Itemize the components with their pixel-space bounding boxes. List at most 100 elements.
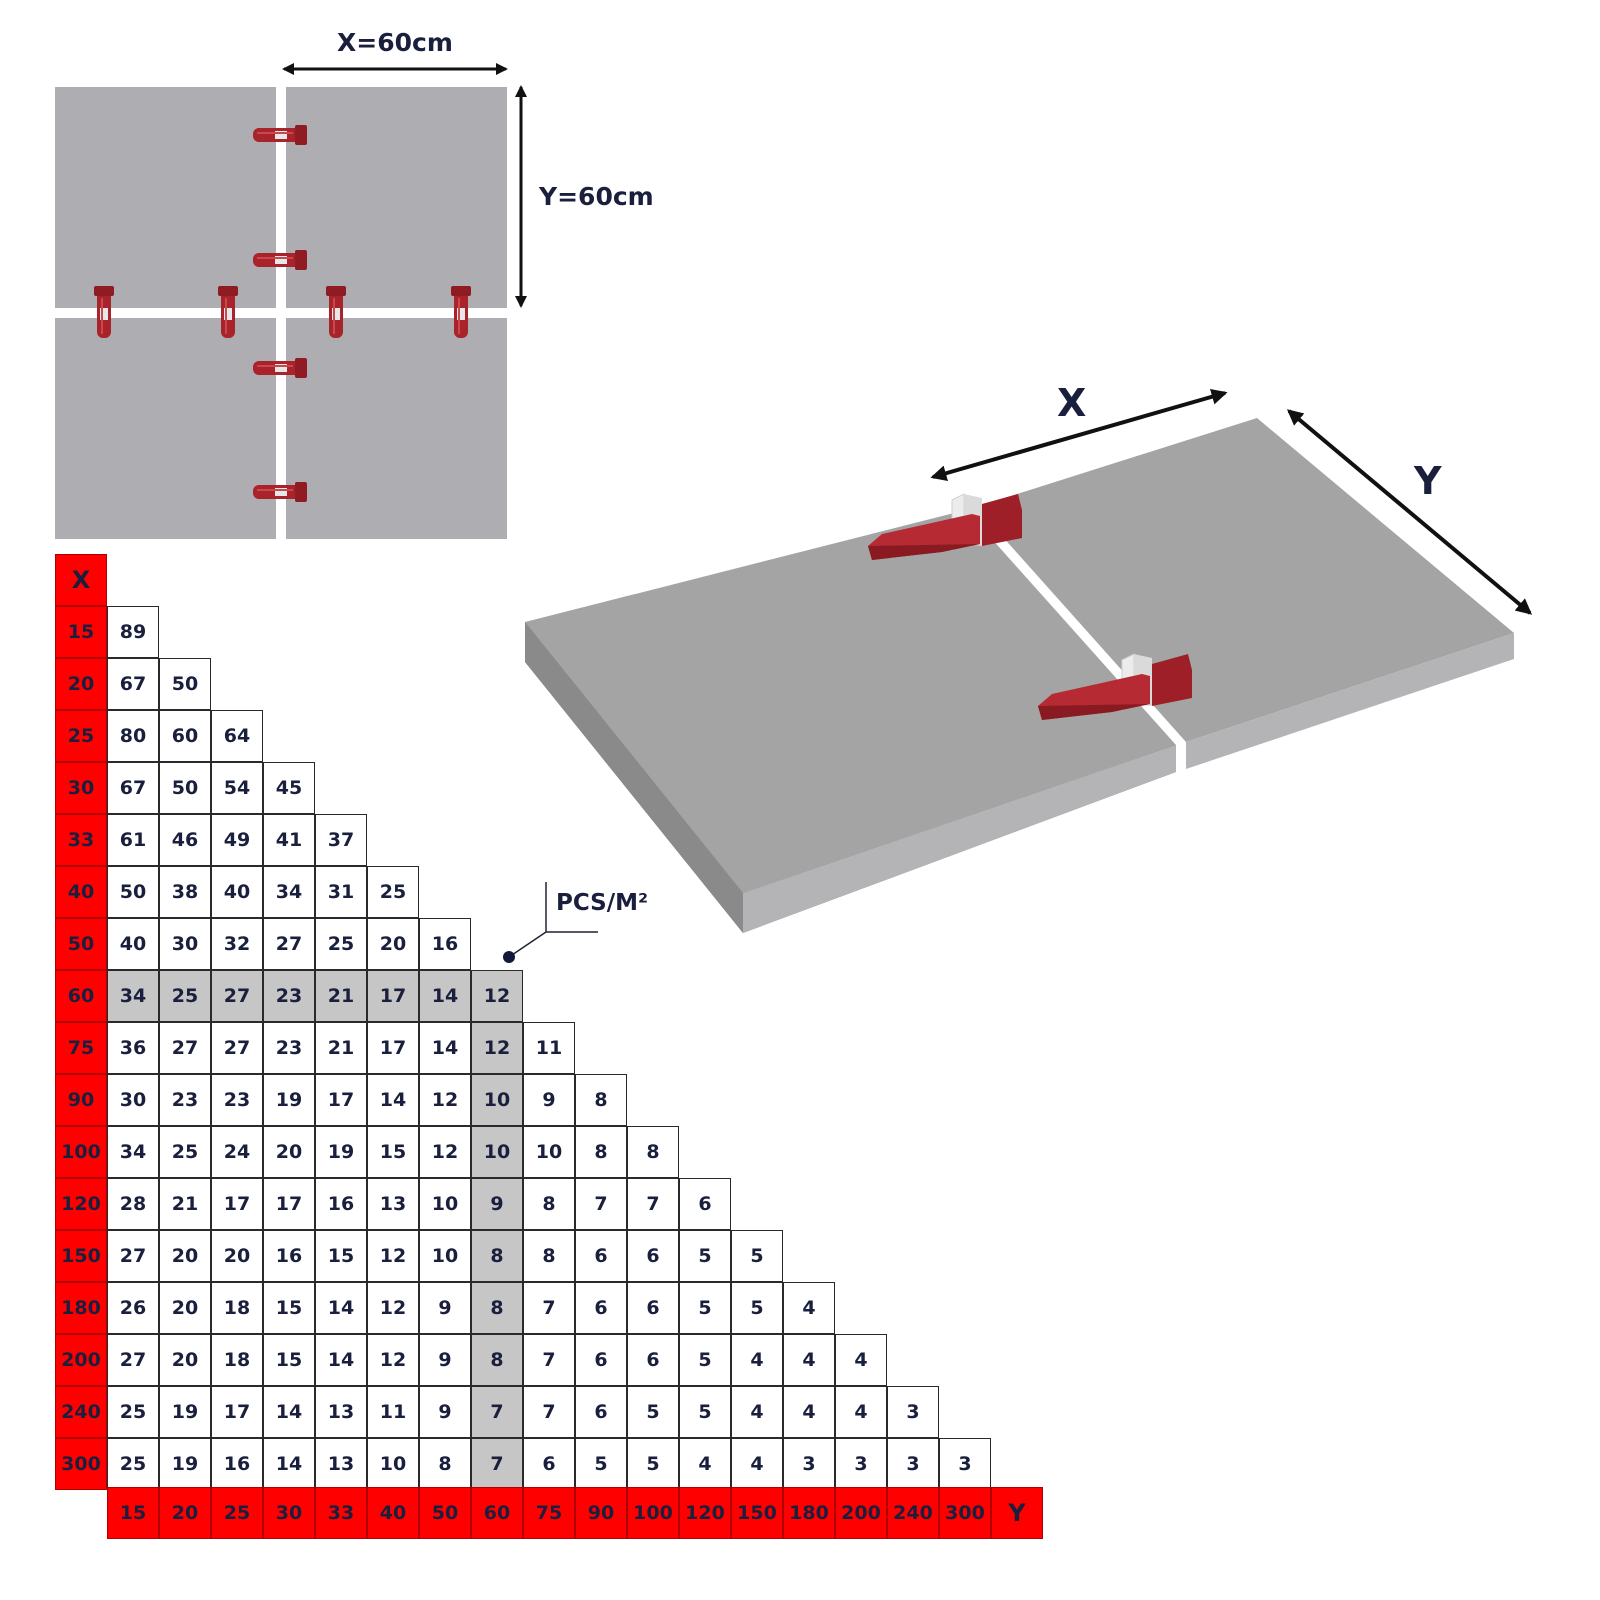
table-cell: 8 xyxy=(523,1178,575,1230)
table-cell: 7 xyxy=(471,1438,523,1490)
x-value-header: 30 xyxy=(55,762,107,814)
table-cell: 6 xyxy=(627,1230,679,1282)
table-cell: 3 xyxy=(939,1438,991,1490)
table-cell: 3 xyxy=(887,1438,939,1490)
table-cell: 10 xyxy=(419,1230,471,1282)
iso-tile-left-edge xyxy=(525,622,743,933)
table-cell: 21 xyxy=(159,1178,211,1230)
table-cell: 16 xyxy=(315,1178,367,1230)
table-cell: 7 xyxy=(575,1178,627,1230)
table-cell: 25 xyxy=(107,1386,159,1438)
table-cell: 4 xyxy=(731,1438,783,1490)
table-cell: 3 xyxy=(835,1438,887,1490)
x-value-header: 40 xyxy=(55,866,107,918)
table-cell: 23 xyxy=(211,1074,263,1126)
table-cell: 20 xyxy=(159,1334,211,1386)
table-cell: 32 xyxy=(211,918,263,970)
table-cell: 34 xyxy=(107,1126,159,1178)
table-cell: 49 xyxy=(211,814,263,866)
table-cell: 18 xyxy=(211,1282,263,1334)
table-cell: 50 xyxy=(107,866,159,918)
callout-leader xyxy=(503,882,598,963)
table-cell: 14 xyxy=(419,970,471,1022)
table-cell: 89 xyxy=(107,606,159,658)
x-value-header: 33 xyxy=(55,814,107,866)
table-cell: 17 xyxy=(211,1386,263,1438)
table-cell: 45 xyxy=(263,762,315,814)
x-value-header: 100 xyxy=(55,1126,107,1178)
tile-bottom-left xyxy=(55,318,276,539)
table-cell: 25 xyxy=(159,970,211,1022)
table-cell: 8 xyxy=(575,1074,627,1126)
table-cell: 7 xyxy=(627,1178,679,1230)
table-cell: 50 xyxy=(159,658,211,710)
iso-x-arrow xyxy=(930,388,1228,482)
x-axis-header: X xyxy=(55,554,107,606)
y-value-header: 120 xyxy=(679,1487,731,1539)
table-cell: 6 xyxy=(679,1178,731,1230)
table-cell: 24 xyxy=(211,1126,263,1178)
x-value-header: 50 xyxy=(55,918,107,970)
table-cell: 15 xyxy=(263,1334,315,1386)
y-value-header: 180 xyxy=(783,1487,835,1539)
table-cell: 19 xyxy=(315,1126,367,1178)
x-value-header: 25 xyxy=(55,710,107,762)
table-cell: 4 xyxy=(731,1334,783,1386)
table-cell: 17 xyxy=(367,1022,419,1074)
table-cell: 14 xyxy=(315,1334,367,1386)
table-cell: 25 xyxy=(367,866,419,918)
table-cell: 12 xyxy=(419,1126,471,1178)
table-cell: 27 xyxy=(107,1230,159,1282)
table-cell: 4 xyxy=(731,1386,783,1438)
table-cell: 6 xyxy=(523,1438,575,1490)
table-cell: 3 xyxy=(783,1438,835,1490)
table-cell: 8 xyxy=(471,1230,523,1282)
iso-tile-right-front xyxy=(1186,633,1514,769)
table-cell: 27 xyxy=(211,1022,263,1074)
table-cell: 16 xyxy=(211,1438,263,1490)
table-cell: 9 xyxy=(419,1282,471,1334)
table-cell: 67 xyxy=(107,658,159,710)
iso-tile-left-front xyxy=(743,745,1176,933)
top-tile-diagram xyxy=(55,63,527,539)
table-cell: 5 xyxy=(627,1438,679,1490)
table-cell: 12 xyxy=(367,1334,419,1386)
x-value-header: 20 xyxy=(55,658,107,710)
table-cell: 6 xyxy=(575,1230,627,1282)
table-cell: 7 xyxy=(471,1386,523,1438)
y-value-header: 200 xyxy=(835,1487,887,1539)
table-cell: 37 xyxy=(315,814,367,866)
table-cell: 13 xyxy=(315,1438,367,1490)
table-cell: 67 xyxy=(107,762,159,814)
table-cell: 27 xyxy=(107,1334,159,1386)
y-value-header: 60 xyxy=(471,1487,523,1539)
table-cell: 15 xyxy=(367,1126,419,1178)
table-cell: 20 xyxy=(263,1126,315,1178)
table-cell: 54 xyxy=(211,762,263,814)
table-cell: 5 xyxy=(731,1230,783,1282)
table-cell: 23 xyxy=(263,970,315,1022)
table-cell: 34 xyxy=(263,866,315,918)
iso-x-label: X xyxy=(1057,381,1087,425)
table-cell: 3 xyxy=(887,1386,939,1438)
table-cell: 7 xyxy=(523,1282,575,1334)
tile-top-right xyxy=(286,87,507,308)
table-cell: 10 xyxy=(523,1126,575,1178)
table-cell: 15 xyxy=(263,1282,315,1334)
y-value-header: 300 xyxy=(939,1487,991,1539)
y-value-header: 25 xyxy=(211,1487,263,1539)
table-cell: 21 xyxy=(315,1022,367,1074)
table-cell: 4 xyxy=(679,1438,731,1490)
table-cell: 17 xyxy=(263,1178,315,1230)
table-cell: 11 xyxy=(523,1022,575,1074)
table-cell: 5 xyxy=(575,1438,627,1490)
table-cell: 41 xyxy=(263,814,315,866)
table-cell: 6 xyxy=(627,1334,679,1386)
table-cell: 46 xyxy=(159,814,211,866)
table-cell: 8 xyxy=(627,1126,679,1178)
table-cell: 36 xyxy=(107,1022,159,1074)
callout-label: PCS/M² xyxy=(556,890,649,916)
table-cell: 27 xyxy=(263,918,315,970)
iso-y-arrow xyxy=(1286,409,1533,615)
y-value-header: 90 xyxy=(575,1487,627,1539)
